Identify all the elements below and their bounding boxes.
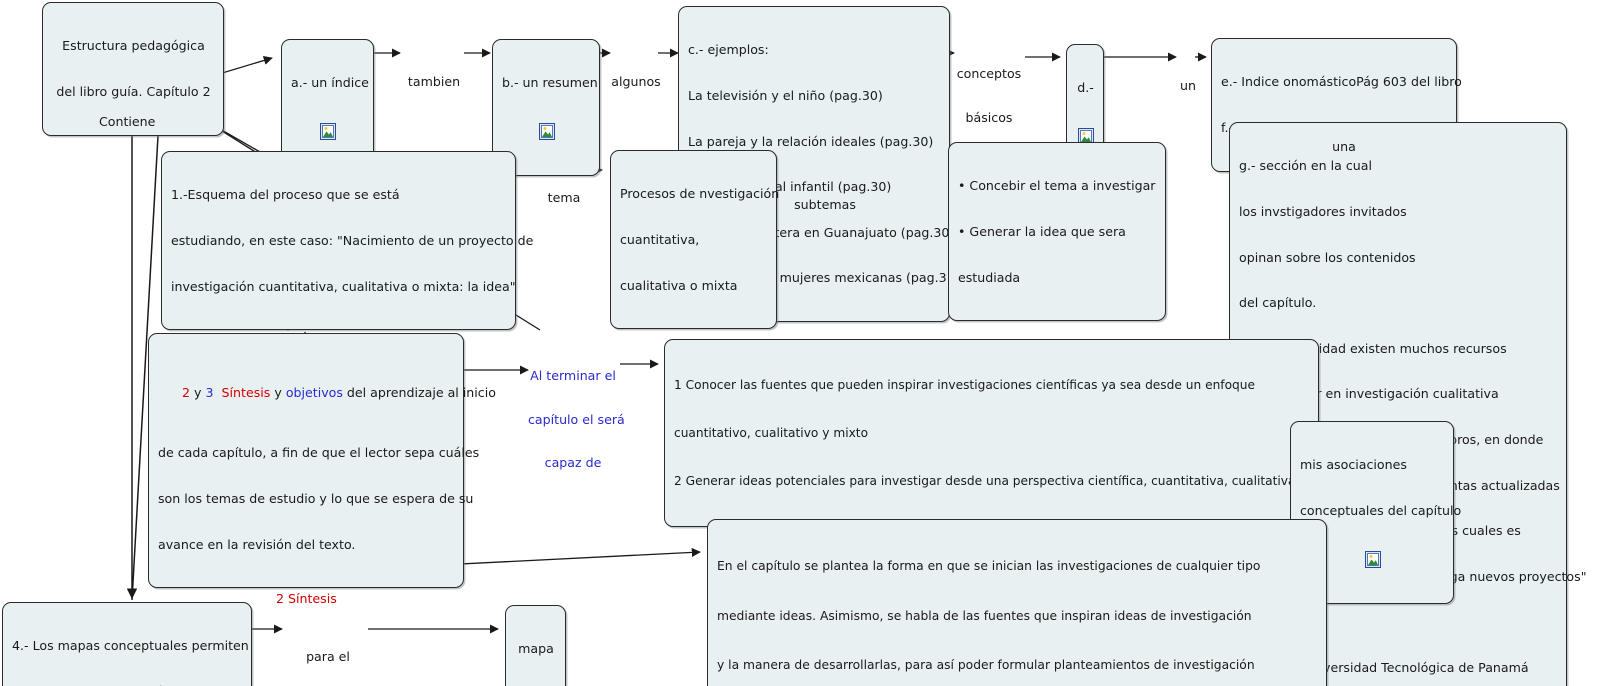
node-ejemplos-line-1: c.- ejemplos: <box>688 42 769 58</box>
node-mapas-line-2: relacionar de manera fácil los conceptos <box>12 684 268 686</box>
node-procesos-line-3: cualitativa o mixta <box>620 277 738 293</box>
link-label-subtemas: subtemas <box>794 197 856 212</box>
sintesis-part-y: y <box>190 384 206 400</box>
node-mapa-pag[interactable]: mapa Pág. 25 <box>505 605 566 686</box>
node-d-label: d.- <box>1077 80 1094 96</box>
node-indices-line-1: e.- Indice onomásticoPág 603 del libro <box>1221 74 1462 90</box>
node-mapa-line-1: mapa <box>518 641 554 657</box>
node-sintesis-line-4: avance en la revisión del texto. <box>158 536 356 552</box>
link-label-tambien: tambien <box>407 74 461 89</box>
node-seccion-line-1: g.- sección en la cual <box>1239 158 1372 174</box>
link-label-al-terminar: Al terminar el capítulo el será capaz de <box>528 368 625 470</box>
node-root[interactable]: Estructura pedagógica del libro guía. Ca… <box>42 2 224 136</box>
node-seccion-line-2: los invstigadores invitados <box>1239 204 1407 220</box>
node-concebir-line-2: • Generar la idea que sera <box>958 224 1126 240</box>
link-label-contiene: Contiene <box>99 114 156 129</box>
node-concebir[interactable]: • Concebir el tema a investigar • Genera… <box>948 142 1166 322</box>
node-esquema-line-1: 1.-Esquema del proceso que se está <box>171 187 400 203</box>
node-resumencap-line-2: mediante ideas. Asimismo, se habla de la… <box>717 608 1252 623</box>
node-ejemplos-line-3: La pareja y la relación ideales (pag.30) <box>688 133 934 149</box>
sintesis-part-3: 3 <box>205 384 214 400</box>
node-esquema-line-2: estudiando, en este caso: "Nacimiento de… <box>171 233 534 249</box>
node-procesos[interactable]: Procesos de nvestigación cuantitativa, c… <box>610 150 780 330</box>
node-sintesis-line-2: de cada capítulo, a fin de que el lector… <box>158 445 480 461</box>
node-seccion-line-4: del capítulo. <box>1239 295 1317 311</box>
node-sintesis-line-3: son los temas de estudio y lo que se esp… <box>158 491 474 507</box>
link-label-para-el-capitulo: para el capítulo 2 <box>306 649 350 664</box>
node-esquema-line-3: investigación cuantitativa, cualitativa … <box>171 278 516 294</box>
sintesis-part-objetivos: objetivos <box>285 384 343 400</box>
link-label-conceptos-basicos: conceptos básicos <box>956 66 1022 125</box>
image-icon[interactable] <box>1300 550 1445 568</box>
node-indice-label: a.- un índice <box>291 75 369 91</box>
node-sintesis-objetivos[interactable]: 2 y 3 Síntesis y objetivos del aprendiza… <box>148 333 496 589</box>
node-root-line-1: Estructura pedagógica <box>62 38 205 54</box>
node-resumencap-line-3: y la manera de desarrollarlas, para así … <box>717 658 1255 672</box>
sintesis-part-2: 2 <box>182 384 191 400</box>
link-label-un: un <box>1180 78 1196 93</box>
node-root-line-2: del libro guía. Capítulo 2 <box>56 84 211 100</box>
sintesis-part-y2: y <box>270 384 286 400</box>
node-asociaciones-line-2: conceptuales del capítulo <box>1300 503 1462 519</box>
node-concebir-line-3: estudiada <box>958 269 1021 285</box>
node-sintesis-line-1: 2 y 3 Síntesis y objetivos del aprendiza… <box>158 369 496 415</box>
node-conocer-line-2: cuantitativo, cualitativo y mixto <box>674 426 869 440</box>
sintesis-part-gap <box>214 385 222 400</box>
link-label-algunos: algunos <box>611 74 661 89</box>
node-ejemplos-line-2: La televisión y el niño (pag.30) <box>688 88 883 104</box>
sintesis-part-rest: del aprendizaje al inicio <box>342 384 496 400</box>
node-concebir-line-1: • Concebir el tema a investigar <box>958 178 1156 194</box>
node-conocer-line-1: 1 Conocer las fuentes que pueden inspira… <box>674 378 1256 392</box>
link-label-una: una <box>1332 139 1356 154</box>
sintesis-part-sintesis: Síntesis <box>221 384 271 400</box>
node-procesos-line-1: Procesos de nvestigación <box>620 186 780 202</box>
node-resumen-label: b.- un resumen <box>502 75 598 91</box>
image-icon[interactable] <box>502 122 591 141</box>
node-esquema[interactable]: 1.-Esquema del proceso que se está estud… <box>161 151 534 331</box>
node-mapas-conceptuales[interactable]: 4.- Los mapas conceptuales permiten rela… <box>2 602 268 686</box>
node-conocer-line-3: 2 Generar ideas potenciales para investi… <box>674 474 1346 488</box>
link-label-tema: tema <box>547 190 581 205</box>
node-conocer[interactable]: 1 Conocer las fuentes que pueden inspira… <box>664 339 1346 527</box>
node-procesos-line-2: cuantitativa, <box>620 232 700 248</box>
link-label-dos-sintesis: 2 Síntesis <box>276 591 337 606</box>
image-icon[interactable] <box>291 122 365 141</box>
node-resumen-capitulo[interactable]: En el capítulo se plantea la forma en qu… <box>707 519 1327 686</box>
node-mapas-line-1: 4.- Los mapas conceptuales permiten <box>12 638 249 654</box>
node-resumencap-line-1: En el capítulo se plantea la forma en qu… <box>717 559 1261 573</box>
node-seccion-line-3: opinan sobre los contenidos <box>1239 249 1416 265</box>
node-asociaciones-line-1: mis asociaciones <box>1300 457 1407 473</box>
